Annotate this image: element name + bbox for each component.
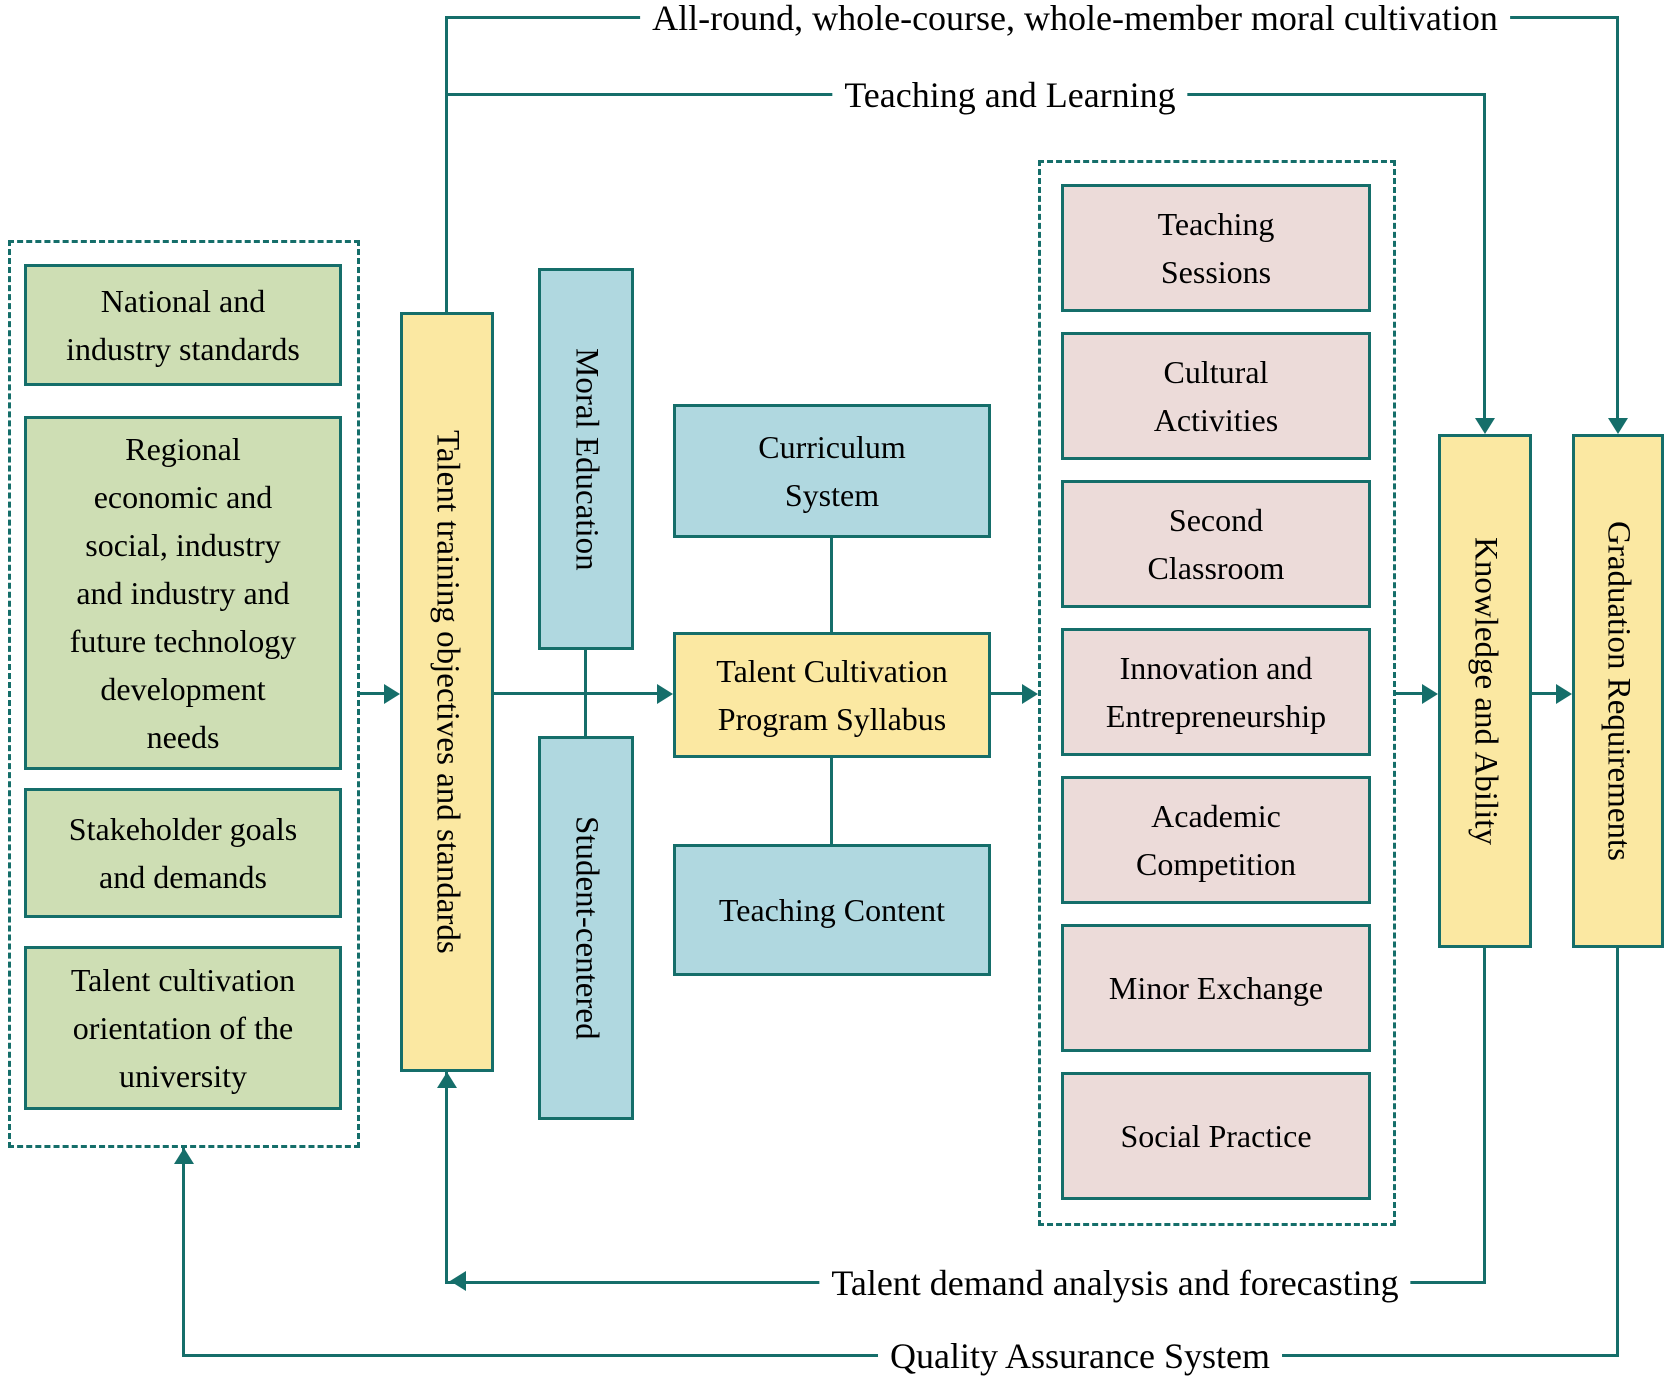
connector-curriculum-to-syllabus: [830, 538, 833, 632]
arrowhead-right-icon: [384, 684, 400, 704]
connector-down-to-knowledge: [1483, 93, 1486, 420]
connector-syllabus-to-content: [830, 758, 833, 844]
arrowhead-left-icon: [450, 1271, 466, 1291]
arrowhead-down-icon: [1475, 418, 1495, 434]
arrowhead-up-icon: [174, 1148, 194, 1164]
connector-activities-to-knowledge: [1396, 692, 1424, 695]
box-cultural-activities: Cultural Activities: [1061, 332, 1371, 460]
box-label: Graduation Requirements: [1600, 521, 1637, 861]
label-quality-assurance: Quality Assurance System: [878, 1335, 1282, 1377]
box-graduation-requirements: Graduation Requirements: [1572, 434, 1664, 948]
box-academic-competition: Academic Competition: [1061, 776, 1371, 904]
box-talent-training-objectives: Talent training objectives and standards: [400, 312, 494, 1072]
connector-syllabus-to-activities: [991, 692, 1024, 695]
box-talent-cultivation-syllabus: Talent Cultivation Program Syllabus: [673, 632, 991, 758]
arrowhead-right-icon: [1556, 684, 1572, 704]
connector-moral-to-student: [584, 650, 587, 736]
arrowhead-up-icon: [437, 1072, 457, 1088]
box-knowledge-ability: Knowledge and Ability: [1438, 434, 1532, 948]
box-moral-education: Moral Education: [538, 268, 634, 650]
box-student-centered: Student-centered: [538, 736, 634, 1120]
arrowhead-down-icon: [1608, 418, 1628, 434]
box-second-classroom: Second Classroom: [1061, 480, 1371, 608]
inputs-group: [8, 240, 360, 1148]
box-curriculum-system: Curriculum System: [673, 404, 991, 538]
box-label: Talent training objectives and standards: [429, 430, 466, 954]
box-national-industry-standards: National and industry standards: [24, 264, 342, 386]
connector-knowledge-bottom-drop: [1483, 948, 1486, 1283]
connector-knowledge-to-graduation: [1532, 692, 1558, 695]
box-label: Student-centered: [568, 816, 605, 1040]
connector-graduation-bottom-drop: [1616, 948, 1619, 1356]
connector-down-to-graduation: [1616, 16, 1619, 420]
arrowhead-right-icon: [1422, 684, 1438, 704]
label-teaching-learning: Teaching and Learning: [832, 74, 1188, 116]
connector-objectives-to-syllabus: [494, 692, 659, 695]
box-label: Moral Education: [568, 347, 605, 571]
box-label: Knowledge and Ability: [1467, 537, 1504, 845]
arrowhead-right-icon: [1022, 684, 1038, 704]
connector-objectives-top-riser: [445, 16, 448, 312]
box-teaching-content: Teaching Content: [673, 844, 991, 976]
label-talent-demand: Talent demand analysis and forecasting: [819, 1262, 1411, 1304]
connector-up-to-inputs: [182, 1148, 185, 1357]
connector-up-to-objectives: [445, 1072, 448, 1284]
box-innovation-entrepreneurship: Innovation and Entrepreneurship: [1061, 628, 1371, 756]
box-social-practice: Social Practice: [1061, 1072, 1371, 1200]
arrowhead-right-icon: [657, 684, 673, 704]
box-cultivation-orientation: Talent cultivation orientation of the un…: [24, 946, 342, 1110]
box-teaching-sessions: Teaching Sessions: [1061, 184, 1371, 312]
box-minor-exchange: Minor Exchange: [1061, 924, 1371, 1052]
activities-group: [1038, 160, 1396, 1226]
box-stakeholder-goals: Stakeholder goals and demands: [24, 788, 342, 918]
label-moral-cultivation: All-round, whole-course, whole-member mo…: [640, 0, 1510, 39]
connector-inputs-to-objectives: [360, 692, 386, 695]
box-regional-development-needs: Regional economic and social, industry a…: [24, 416, 342, 770]
